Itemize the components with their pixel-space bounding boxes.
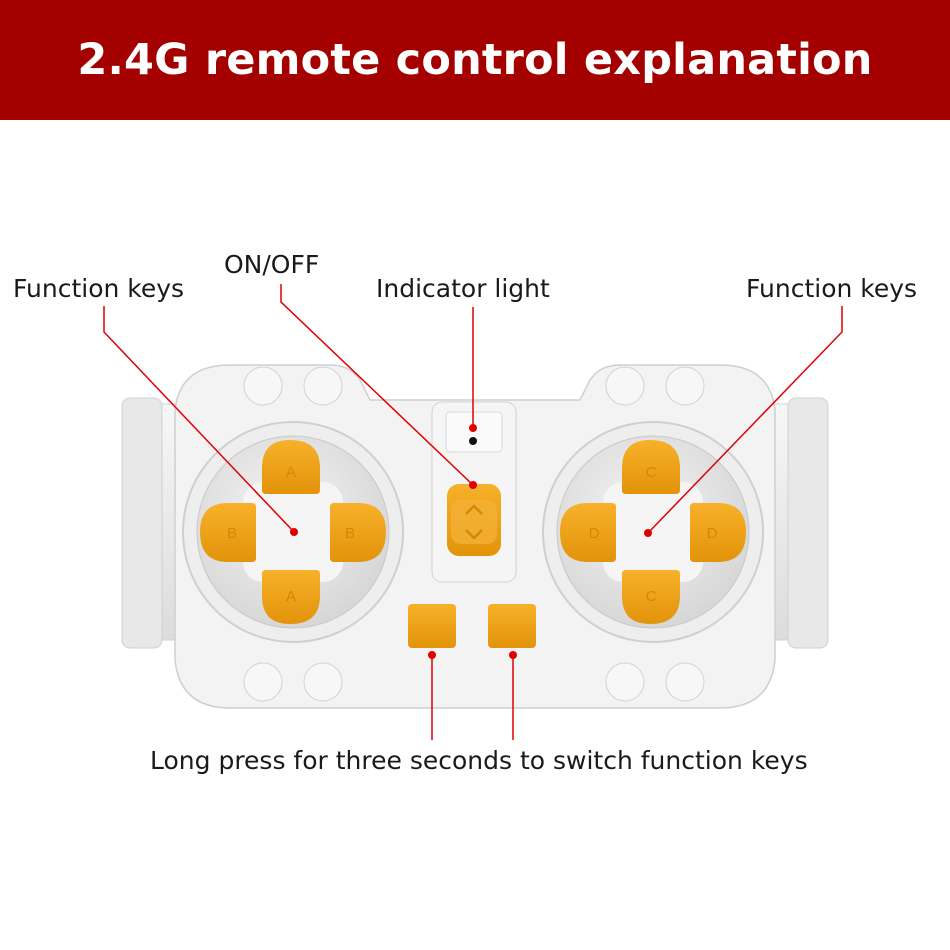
button-letter: C — [646, 464, 657, 481]
button-letter: A — [286, 588, 296, 605]
left-button-top[interactable]: A — [262, 440, 320, 494]
button-letter: D — [589, 525, 600, 542]
button-letter: B — [345, 525, 355, 542]
callout-line-function-right — [647, 306, 843, 534]
left-button-bottom[interactable]: A — [262, 570, 320, 624]
on-off-switch[interactable] — [447, 484, 501, 556]
label-indicator-light: Indicator light — [376, 274, 550, 303]
button-letter: B — [227, 525, 237, 542]
switch-button-left[interactable] — [408, 604, 456, 648]
left-button-right[interactable]: B — [330, 503, 386, 562]
label-function-keys-right: Function keys — [746, 274, 918, 303]
switch-button-right[interactable] — [488, 604, 536, 648]
callout-line-function-left — [103, 306, 295, 533]
right-button-right[interactable]: D — [690, 503, 746, 562]
right-dpad-base — [542, 421, 764, 643]
callout-lines — [103, 284, 843, 740]
label-function-keys-left: Function keys — [13, 274, 185, 303]
right-button-top[interactable]: C — [622, 440, 680, 494]
label-switch-note: Long press for three seconds to switch f… — [150, 746, 808, 775]
left-button-left[interactable]: B — [200, 503, 256, 562]
page-title: 2.4G remote control explanation — [77, 35, 873, 85]
right-button-left[interactable]: D — [560, 503, 616, 562]
button-letter: C — [646, 588, 657, 605]
right-button-bottom[interactable]: C — [622, 570, 680, 624]
indicator-light — [469, 437, 477, 445]
callout-line-on-off — [280, 284, 474, 486]
button-letter: A — [286, 464, 296, 481]
lego-studs — [243, 366, 705, 702]
label-on-off: ON/OFF — [224, 250, 320, 279]
callout-dots — [290, 424, 652, 659]
header-banner: 2.4G remote control explanation — [0, 0, 950, 120]
button-letter: D — [707, 525, 718, 542]
